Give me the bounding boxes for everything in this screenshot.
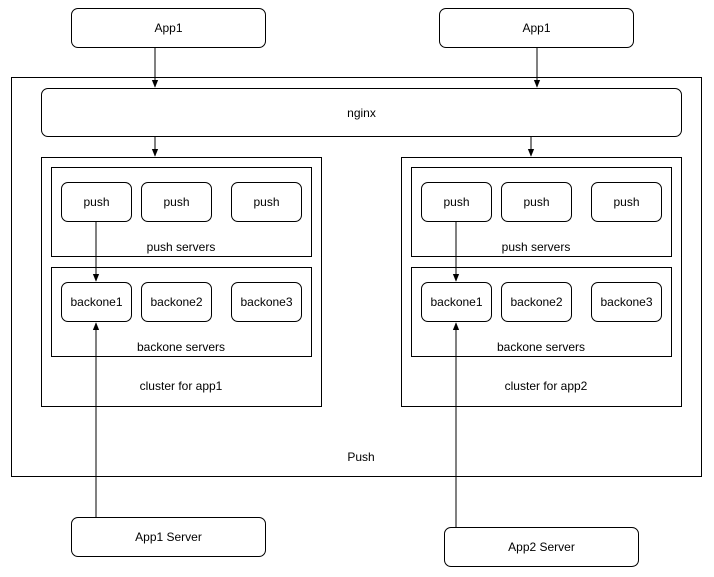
app1-client-right-label: App1 [522,21,551,35]
cluster-app2-push-servers-label: push servers [501,240,571,254]
cluster-app2-backone-servers-label: backone servers [496,340,586,354]
cluster-app1-label: cluster for app1 [139,379,223,393]
cluster-app1-push-node-1: push [61,182,132,222]
push-node-label: push [613,195,640,209]
app1-server-label: App1 Server [135,530,202,544]
cluster-app1-backone-node-2: backone2 [141,282,212,322]
cluster-app1-push-servers-label: push servers [146,240,216,254]
backone-node-label: backone2 [510,295,563,309]
cluster-app2-backone-node-1: backone1 [421,282,492,322]
backone-node-label: backone1 [70,295,123,309]
push-node-label: push [523,195,550,209]
backone-node-label: backone2 [150,295,203,309]
cluster-app2-label: cluster for app2 [504,379,588,393]
app2-server-label: App2 Server [508,540,575,554]
backone-node-label: backone3 [240,295,293,309]
cluster-app1-push-node-3: push [231,182,302,222]
push-node-label: push [83,195,110,209]
cluster-app1-backone-node-3: backone3 [231,282,302,322]
app1-client-right: App1 [439,8,634,48]
app1-client-left: App1 [71,8,266,48]
push-node-label: push [443,195,470,209]
cluster-app1-push-node-2: push [141,182,212,222]
push-system-label: Push [347,450,375,464]
cluster-app2-push-node-3: push [591,182,662,222]
app1-client-left-label: App1 [154,21,183,35]
app1-server-box: App1 Server [71,517,266,557]
app2-server-box: App2 Server [444,527,639,567]
push-node-label: push [253,195,280,209]
backone-node-label: backone1 [430,295,483,309]
push-node-label: push [163,195,190,209]
cluster-app1-backone-servers-label: backone servers [136,340,226,354]
cluster-app2-backone-node-2: backone2 [501,282,572,322]
backone-node-label: backone3 [600,295,653,309]
nginx-box: nginx [41,88,682,137]
nginx-label: nginx [347,105,376,120]
cluster-app1-backone-node-1: backone1 [61,282,132,322]
cluster-app2-push-node-2: push [501,182,572,222]
cluster-app2-push-node-1: push [421,182,492,222]
cluster-app2-backone-node-3: backone3 [591,282,662,322]
